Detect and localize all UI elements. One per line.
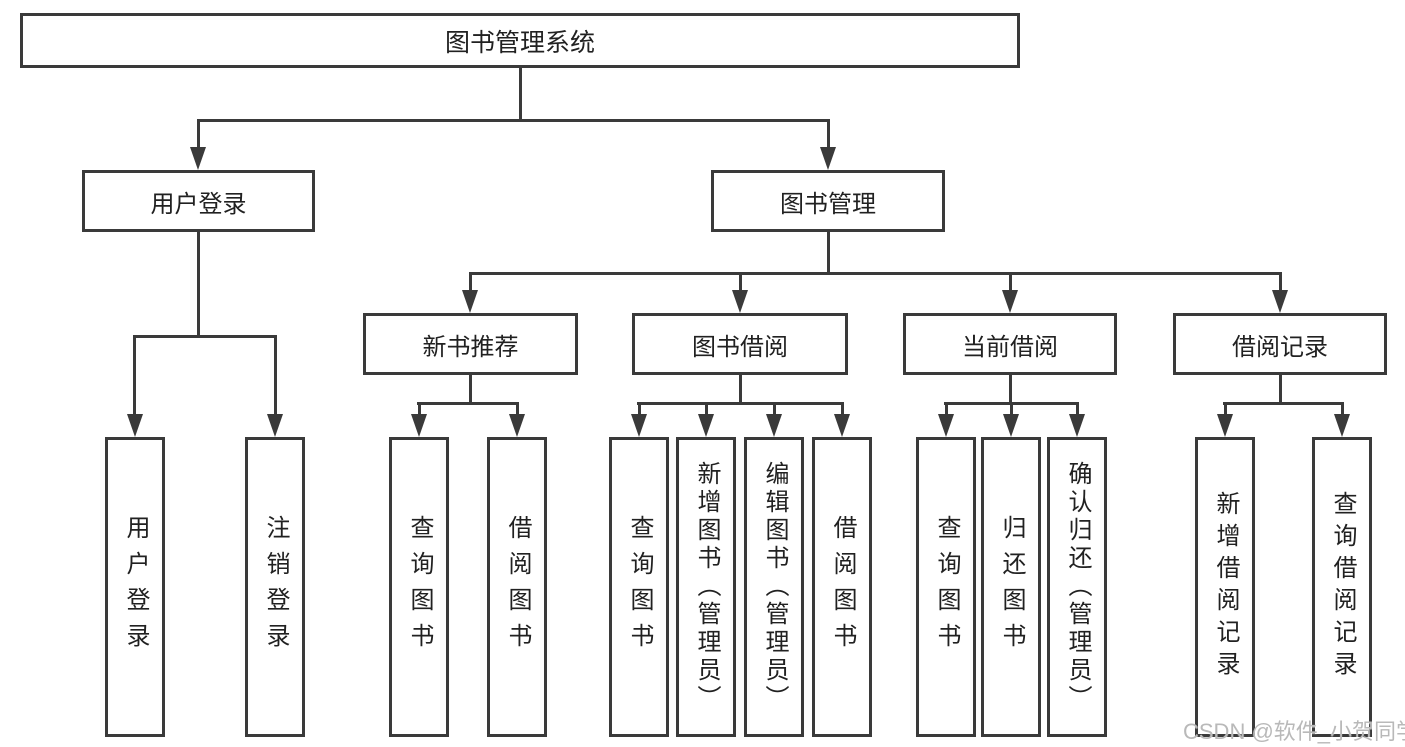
connector-drop-user-login (197, 119, 200, 150)
node-user-login: 用户登录 (82, 170, 315, 232)
arrow-to-br-query (1334, 414, 1350, 437)
node-label: 新书推荐 (422, 333, 519, 361)
node-label: 借阅图书 (504, 515, 531, 659)
node-label: 编辑图书（管理员） (761, 461, 788, 713)
connector-drop-br-query (1341, 402, 1344, 417)
arrow-to-borrow-record (1272, 290, 1288, 313)
node-current-borrowing: 当前借阅 (903, 313, 1117, 375)
arrow-to-cb-return (1003, 414, 1019, 437)
connector-drop-bb-borrow (841, 402, 844, 417)
connector-drop-current-borrow (1009, 272, 1012, 293)
node-book-borrowing: 图书借阅 (632, 313, 848, 375)
leaf-rec-borrow-book: 借阅图书 (487, 437, 547, 737)
node-label: 确认归还（管理员） (1064, 461, 1091, 713)
leaf-bb-borrow-book: 借阅图书 (812, 437, 872, 737)
node-label: 查询图书 (406, 515, 433, 659)
connector-drop-cb-return (1010, 402, 1013, 417)
leaf-bb-edit-book-admin: 编辑图书（管理员） (744, 437, 804, 737)
connector-drop-leaf-logout (274, 335, 277, 418)
node-label: 图书管理系统 (444, 28, 595, 57)
node-label: 新增图书（管理员） (693, 461, 720, 713)
leaf-br-query-record: 查询借阅记录 (1312, 437, 1372, 737)
connector-new-book-rec-stem (469, 375, 472, 404)
arrow-to-rec-query (411, 414, 427, 437)
connector-drop-br-add (1224, 402, 1227, 417)
connector-drop-bb-edit (773, 402, 776, 417)
node-book-management: 图书管理 (711, 170, 945, 232)
connector-root-bar (197, 119, 830, 122)
connector-drop-cb-query (945, 402, 948, 417)
leaf-cb-return-book: 归还图书 (981, 437, 1041, 737)
connector-drop-leaf-user-login (133, 335, 136, 418)
connector-drop-new-book-rec (469, 272, 472, 293)
node-label: 查询图书 (626, 515, 653, 659)
connector-new-book-rec-bar (417, 402, 518, 405)
node-borrow-records: 借阅记录 (1173, 313, 1387, 375)
node-label: 借阅图书 (829, 515, 856, 659)
connector-user-login-stem (197, 232, 200, 337)
node-label: 图书借阅 (692, 333, 788, 361)
node-library-management-system: 图书管理系统 (20, 13, 1020, 68)
connector-book-mgmt-bar (469, 272, 1281, 275)
arrow-to-bb-add (698, 414, 714, 437)
node-new-book-recommend: 新书推荐 (363, 313, 578, 375)
arrow-to-leaf-user-login (127, 414, 143, 437)
arrow-to-current-borrow (1002, 290, 1018, 313)
node-label: 新增借阅记录 (1212, 491, 1239, 683)
connector-drop-rec-borrow (516, 402, 519, 417)
node-label: 用户登录 (150, 190, 247, 218)
node-label: 归还图书 (998, 515, 1025, 659)
arrow-to-bb-borrow (834, 414, 850, 437)
connector-drop-bb-add (705, 402, 708, 417)
leaf-bb-add-book-admin: 新增图书（管理员） (676, 437, 736, 737)
arrow-to-user-login (190, 147, 206, 170)
arrow-to-bb-edit (766, 414, 782, 437)
connector-drop-book-borrow (739, 272, 742, 293)
connector-drop-bb-query (638, 402, 641, 417)
connector-drop-rec-query (418, 402, 421, 417)
connector-user-login-bar (133, 335, 277, 338)
leaf-user-login: 用户登录 (105, 437, 165, 737)
connector-current-borrow-stem (1009, 375, 1012, 404)
arrow-to-bb-query (631, 414, 647, 437)
connector-borrow-record-stem (1279, 375, 1282, 404)
node-label: 注销登录 (262, 515, 289, 659)
leaf-logout: 注销登录 (245, 437, 305, 737)
leaf-bb-query-book: 查询图书 (609, 437, 669, 737)
node-label: 借阅记录 (1232, 333, 1328, 361)
connector-drop-book-mgmt (827, 119, 830, 150)
connector-borrow-record-bar (1223, 402, 1343, 405)
node-label: 用户登录 (122, 515, 149, 659)
node-label: 查询图书 (933, 515, 960, 659)
arrow-to-book-borrow (732, 290, 748, 313)
connector-drop-borrow-record (1279, 272, 1282, 293)
arrow-to-book-mgmt (820, 147, 836, 170)
arrow-to-cb-query (938, 414, 954, 437)
arrow-to-br-add (1217, 414, 1233, 437)
arrow-to-cb-confirm (1069, 414, 1085, 437)
node-label: 查询借阅记录 (1329, 491, 1356, 683)
leaf-cb-confirm-return-admin: 确认归还（管理员） (1047, 437, 1107, 737)
leaf-br-add-record: 新增借阅记录 (1195, 437, 1255, 737)
arrow-to-new-book-rec (462, 290, 478, 313)
leaf-rec-query-book: 查询图书 (389, 437, 449, 737)
csdn-watermark: CSDN @软件_小贺同学 (1183, 719, 1405, 744)
node-label: 图书管理 (780, 190, 876, 218)
connector-book-mgmt-stem (827, 232, 830, 272)
connector-drop-cb-confirm (1076, 402, 1079, 417)
connector-root-stem (519, 68, 522, 119)
arrow-to-rec-borrow (509, 414, 525, 437)
leaf-cb-query-book: 查询图书 (916, 437, 976, 737)
connector-book-borrow-bar (637, 402, 843, 405)
connector-book-borrow-stem (739, 375, 742, 404)
node-label: 当前借阅 (962, 333, 1058, 361)
arrow-to-leaf-logout (267, 414, 283, 437)
